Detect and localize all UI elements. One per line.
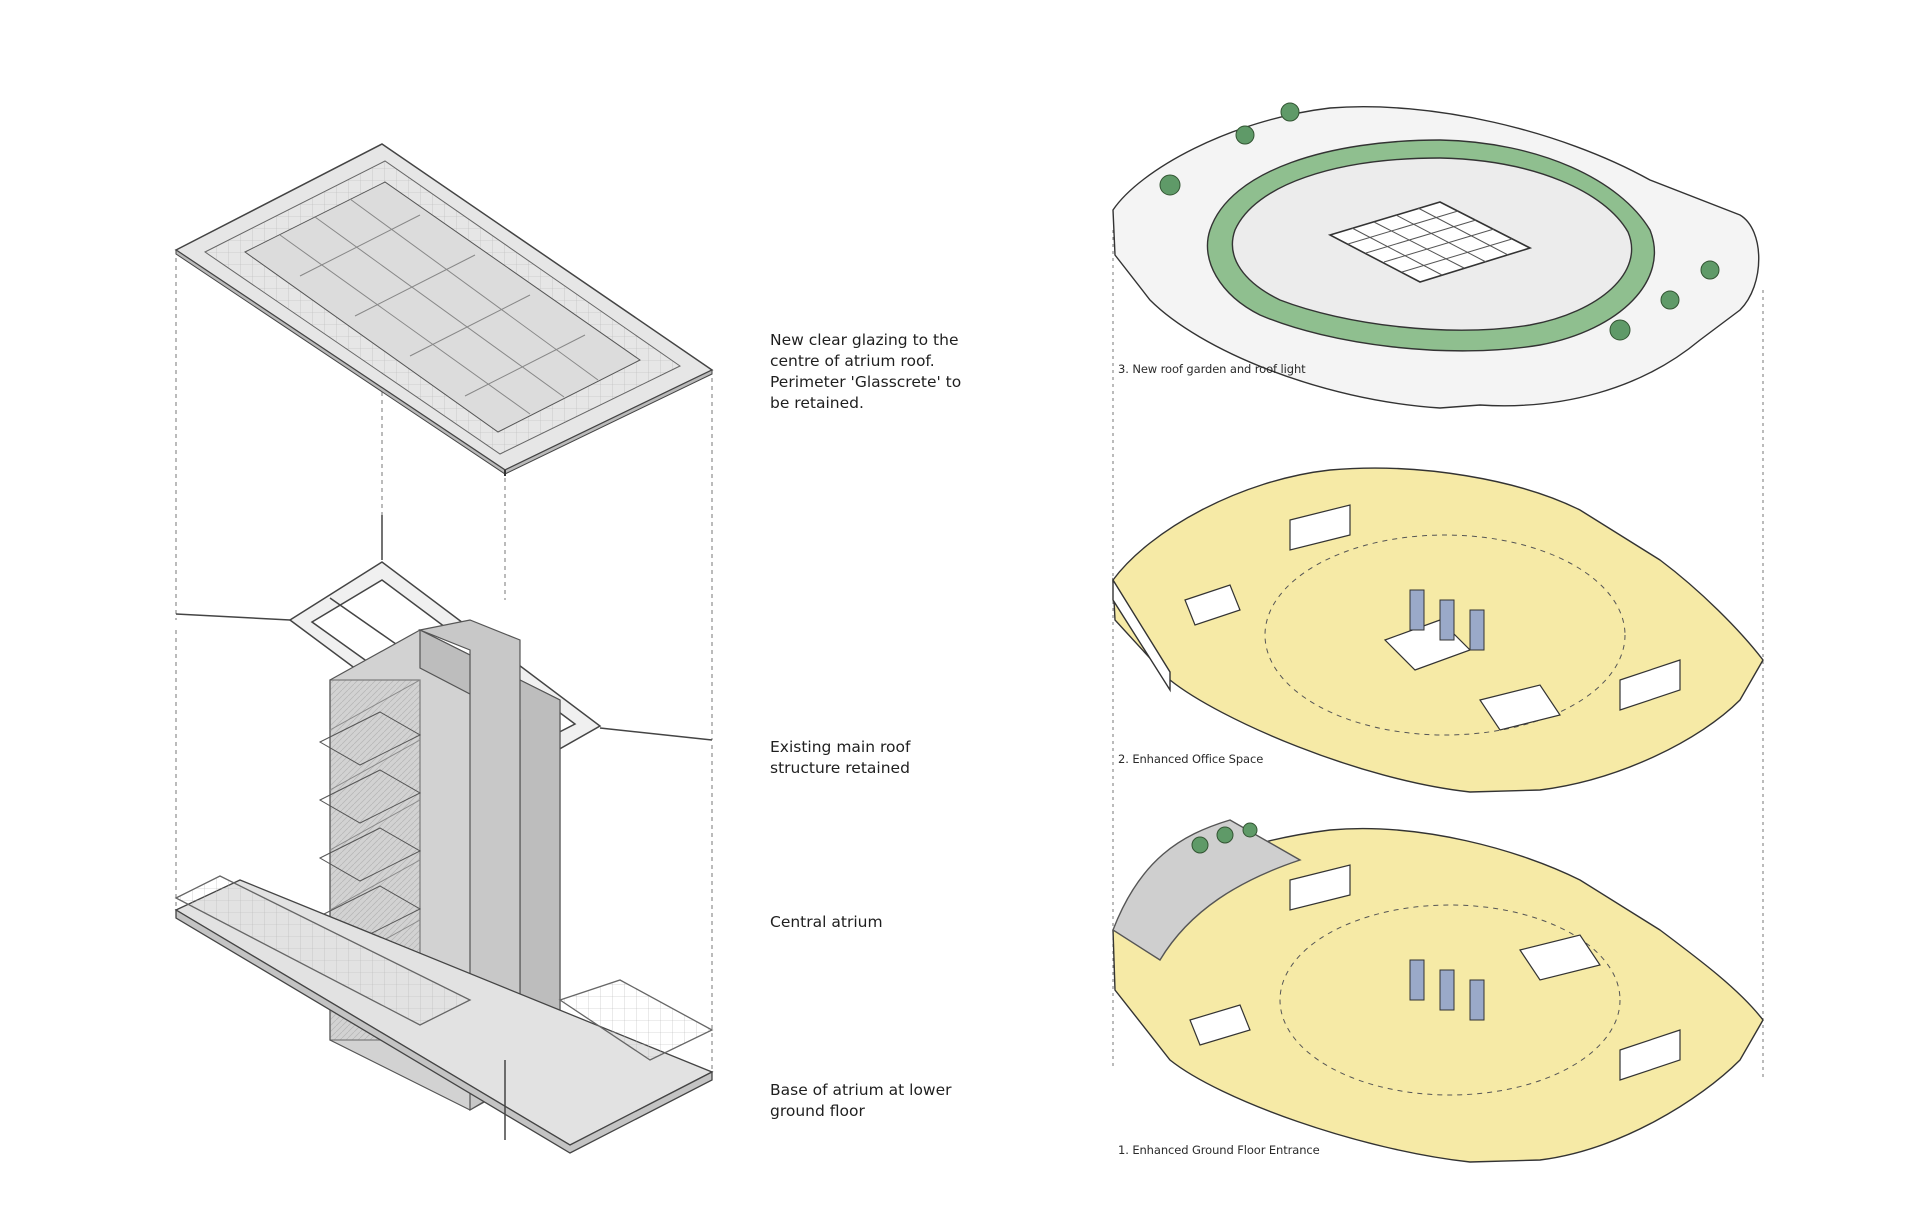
label-roof-garden: 3. New roof garden and roof light (1118, 362, 1306, 376)
label-existing-roof-structure: Existing main roof structure retained (770, 738, 911, 777)
atrium-base-slab (174, 875, 714, 1154)
left-axonometric (174, 143, 714, 1154)
level-2-office-space (1112, 467, 1764, 793)
label-base-of-atrium: Base of atrium at lower ground floor (770, 1081, 952, 1120)
label-ground-floor-entrance: 1. Enhanced Ground Floor Entrance (1118, 1143, 1320, 1157)
label-new-clear-glazing: New clear glazing to the centre of atriu… (770, 331, 962, 412)
right-axonometric (1112, 102, 1764, 1163)
label-office-space: 2. Enhanced Office Space (1118, 752, 1264, 766)
level-3-roof-garden (1112, 102, 1760, 409)
atrium-roof-glazing (174, 143, 714, 476)
level-1-ground-entrance (1112, 819, 1764, 1163)
label-central-atrium: Central atrium (770, 913, 883, 931)
